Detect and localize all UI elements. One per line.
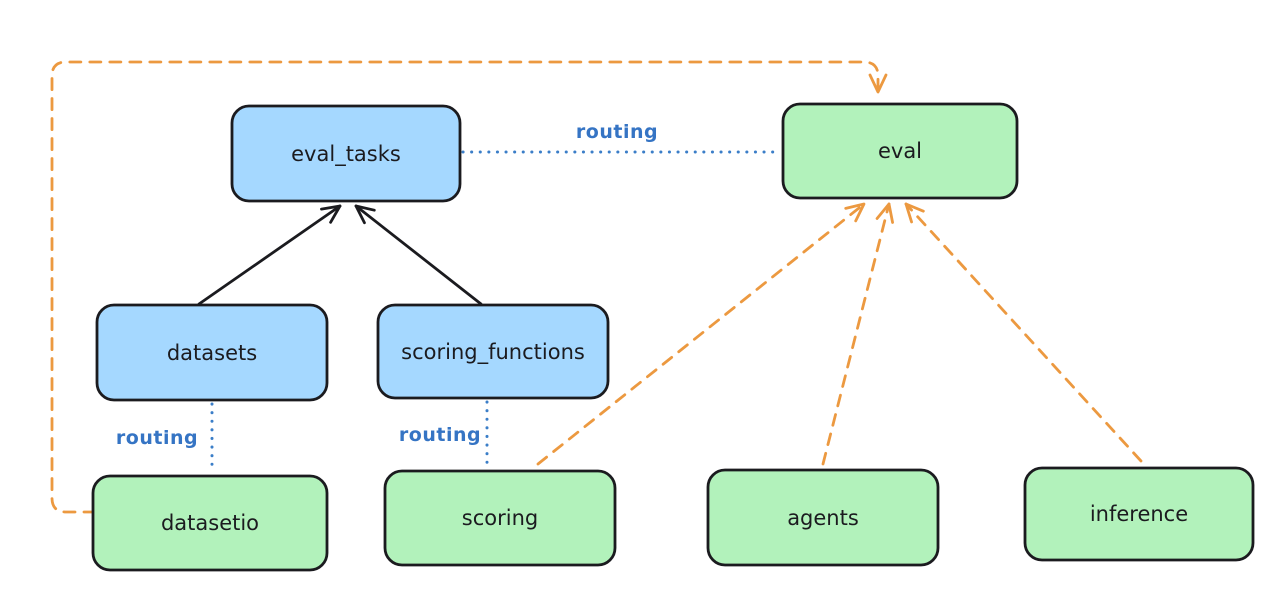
edges [50, 60, 1143, 514]
node-scoring: scoring [383, 469, 617, 567]
node-scoring-functions-label: scoring_functions [401, 340, 585, 365]
node-scoring-functions: scoring_functions [376, 303, 610, 400]
node-eval-tasks: eval_tasks [230, 104, 462, 203]
node-agents-box [706, 468, 940, 567]
node-datasetio: datasetio [91, 474, 329, 572]
node-datasets-box [95, 303, 329, 402]
edge-label-routing-eval-tasks-eval: routing [576, 121, 658, 143]
node-datasets: datasets [95, 303, 329, 402]
edge-agents-to-eval [821, 202, 894, 466]
node-inference: inference [1023, 466, 1255, 562]
edge-datasets-to-eval-tasks [197, 204, 342, 306]
node-scoring-box [383, 469, 617, 567]
edge-scoring-to-eval [536, 202, 866, 466]
node-inference-label: inference [1090, 502, 1188, 526]
node-scoring-label: scoring [462, 506, 538, 530]
nodes: eval_tasks eval datasets scoring_functio… [91, 102, 1255, 572]
node-datasetio-box [91, 474, 329, 572]
node-eval-label: eval [878, 139, 922, 163]
node-eval-tasks-label: eval_tasks [291, 142, 401, 167]
node-agents: agents [706, 468, 940, 567]
node-eval: eval [781, 102, 1019, 200]
edge-label-routing-scoring-functions-scoring: routing [399, 424, 481, 446]
node-eval-box [781, 102, 1019, 200]
node-eval-tasks-box [230, 104, 462, 203]
edge-labels: routing routing routing [116, 121, 658, 449]
node-inference-box [1023, 466, 1255, 562]
node-datasetio-label: datasetio [161, 511, 259, 535]
edge-datasetio-to-eval [50, 60, 888, 514]
edge-label-routing-datasets-datasetio: routing [116, 427, 198, 449]
node-scoring-functions-box [376, 303, 610, 400]
edge-scoring-functions-to-eval-tasks [354, 204, 483, 306]
node-agents-label: agents [787, 506, 859, 530]
edge-inference-to-eval [904, 202, 1143, 463]
node-datasets-label: datasets [167, 341, 257, 365]
